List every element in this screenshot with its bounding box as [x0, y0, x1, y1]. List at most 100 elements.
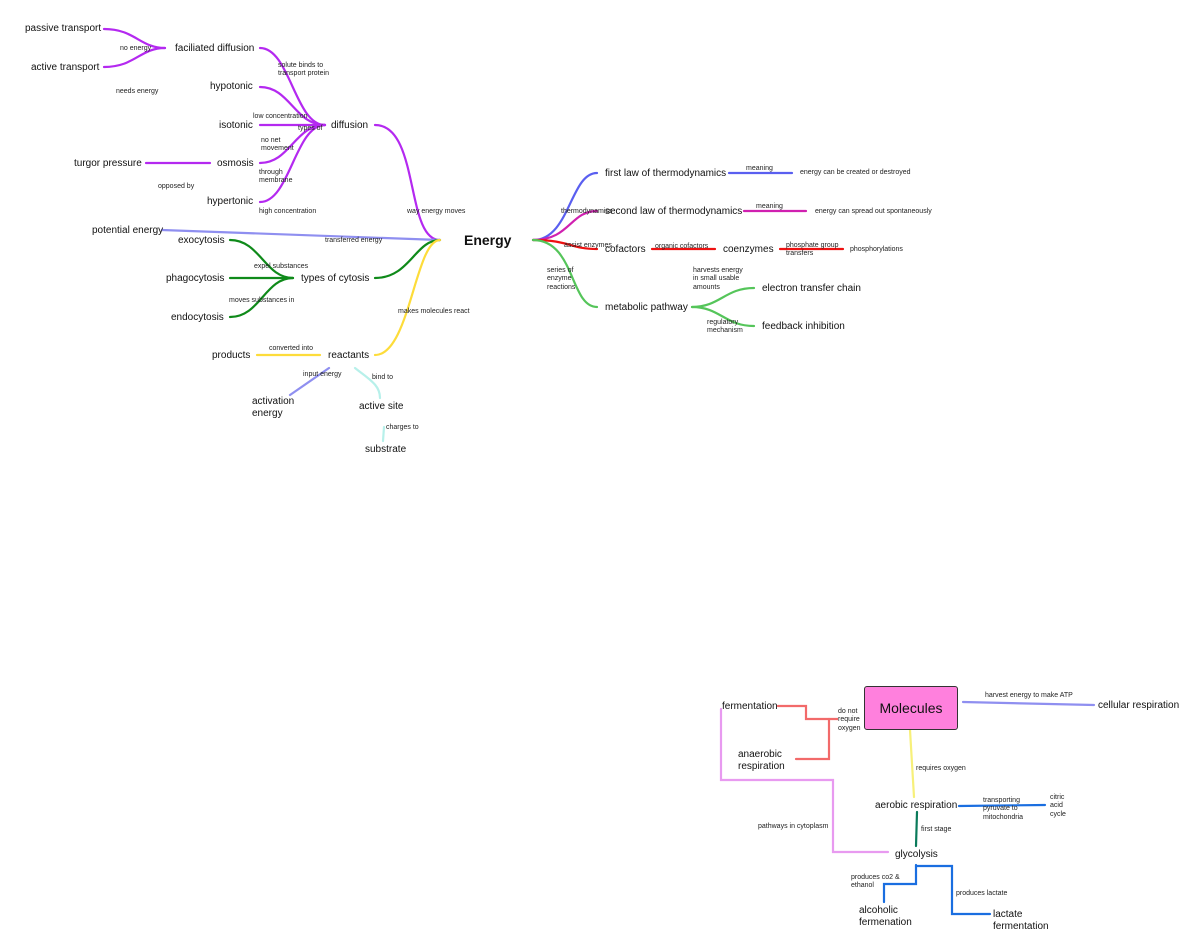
label-bind-to: bind to: [372, 374, 394, 381]
molecules-title: Molecules: [879, 700, 943, 716]
label-makes-molecules-react: makes molecules react: [398, 308, 470, 315]
edge: [908, 728, 916, 799]
node-types-of-cytosis[interactable]: types of cytosis: [301, 273, 370, 284]
node-passive-transport[interactable]: passive transport: [25, 23, 102, 34]
label-moves-substances-in: moves substances in: [229, 297, 295, 304]
node-anaerobic-respiration[interactable]: anaerobic respiration: [738, 749, 785, 772]
edge: [373, 238, 442, 357]
node-glycolysis[interactable]: glycolysis: [895, 849, 938, 860]
label-thermodynamics: thermodynamics: [561, 208, 613, 215]
label-meaning-2: meaning: [756, 203, 783, 210]
node-phosphorylations[interactable]: phosphorylations: [850, 246, 903, 253]
label-pathways-in-cytoplasm: pathways in cytoplasm: [758, 823, 829, 830]
label-no-energy: no energy: [120, 45, 152, 52]
label-input-energy: input energy: [303, 371, 342, 378]
node-products[interactable]: products: [212, 350, 251, 361]
node-fermentation[interactable]: fermentation: [722, 701, 778, 712]
node-coenzymes[interactable]: coenzymes: [723, 244, 774, 255]
edge: [373, 238, 442, 280]
node-first-law[interactable]: first law of thermodynamics: [605, 168, 727, 179]
edge: [228, 276, 295, 319]
label-types-of: types of: [298, 125, 323, 132]
node-energy-spread[interactable]: energy can spread out spontaneously: [815, 208, 932, 215]
edge: [531, 209, 599, 242]
label-through-membrane: through membrane: [259, 169, 293, 185]
node-endocytosis[interactable]: endocytosis: [171, 312, 224, 323]
label-series-of-enzyme-reactions: series of enzyme reactions: [547, 267, 576, 291]
edge: [690, 305, 756, 328]
node-energy-created-destroyed[interactable]: energy can be created or destroyed: [800, 169, 911, 176]
node-reactants[interactable]: reactants: [328, 350, 370, 361]
edge: [373, 123, 442, 242]
label-solute-binds: solute binds to transport protein: [278, 62, 329, 78]
label-produces-lactate: produces lactate: [956, 890, 1008, 897]
node-active-site[interactable]: active site: [359, 401, 404, 412]
node-activation-energy[interactable]: activation energy: [252, 396, 295, 419]
node-turgor-pressure[interactable]: turgor pressure: [74, 158, 142, 169]
node-osmosis[interactable]: osmosis: [217, 158, 254, 169]
node-potential-energy[interactable]: potential energy: [92, 225, 164, 236]
label-organic-cofactors: organic cofactors: [655, 243, 709, 250]
label-first-stage: first stage: [921, 826, 952, 833]
node-phagocytosis[interactable]: phagocytosis: [166, 273, 225, 284]
node-metabolic-pathway[interactable]: metabolic pathway: [605, 302, 688, 313]
label-expel-substances: expel substances: [254, 263, 309, 270]
label-assist-enzymes: assist enzymes: [564, 242, 612, 249]
edge: [719, 707, 890, 854]
central-node-molecules[interactable]: Molecules: [864, 686, 958, 730]
node-faciliated-diffusion[interactable]: faciliated diffusion: [175, 43, 255, 54]
label-do-not-require-oxygen: do not require oxygen: [838, 708, 864, 734]
node-electron-transfer-chain[interactable]: electron transfer chain: [762, 283, 861, 294]
label-charges-to: charges to: [386, 424, 419, 431]
edge: [258, 46, 327, 127]
edge: [776, 704, 864, 721]
edge: [353, 366, 382, 400]
label-regulatory-mechanism: regulatory mechanism: [707, 319, 743, 335]
node-cellular-respiration[interactable]: cellular respiration: [1098, 700, 1180, 711]
node-active-transport[interactable]: active transport: [31, 62, 100, 73]
edge: [914, 864, 992, 916]
edge: [957, 803, 1047, 808]
label-high-concentration: high concentration: [259, 208, 317, 215]
node-alcoholic-fermenation[interactable]: alcoholic fermenation: [859, 905, 912, 928]
edge: [102, 46, 167, 69]
node-feedback-inhibition[interactable]: feedback inhibition: [762, 321, 845, 332]
edge: [882, 863, 918, 904]
node-lactate-fermentation[interactable]: lactate fermentation: [993, 909, 1049, 932]
edge: [288, 366, 331, 397]
label-harvest-energy-atp: harvest energy to make ATP: [985, 692, 1073, 699]
node-hypertonic[interactable]: hypertonic: [207, 196, 254, 207]
node-diffusion[interactable]: diffusion: [331, 120, 369, 131]
node-hypotonic[interactable]: hypotonic: [210, 81, 253, 92]
edge: [794, 717, 831, 761]
label-harvests-energy: harvests energy in small usable amounts: [693, 267, 743, 291]
edge: [961, 700, 1096, 707]
label-produces-co2-ethanol: produces co2 & ethanol: [851, 874, 900, 890]
edge: [228, 238, 295, 280]
node-citric-acid-cycle[interactable]: citric acid cycle: [1050, 794, 1066, 818]
node-second-law[interactable]: second law of thermodynamics: [605, 206, 743, 217]
label-transporting-pyruvate: transporting pyruvate to mitochondria: [983, 797, 1024, 821]
label-requires-oxygen: requires oxygen: [916, 765, 966, 772]
edge: [160, 228, 442, 242]
label-low-concentration: low concentration: [253, 113, 308, 120]
label-phosphate-group-transfers: phosphate group transfers: [786, 242, 839, 258]
label-no-net-movement: no net movement: [261, 137, 294, 153]
node-exocytosis[interactable]: exocytosis: [178, 235, 225, 246]
label-needs-energy: needs energy: [116, 88, 159, 95]
node-isotonic[interactable]: isotonic: [219, 120, 253, 131]
edge: [914, 810, 919, 848]
label-way-energy-moves: way energy moves: [407, 208, 466, 215]
edge: [258, 123, 327, 204]
label-meaning-1: meaning: [746, 165, 773, 172]
edge: [531, 238, 599, 309]
edge: [531, 171, 599, 242]
node-substrate[interactable]: substrate: [365, 444, 407, 455]
label-transferred-energy: transferred energy: [325, 237, 383, 244]
node-cofactors[interactable]: cofactors: [605, 244, 646, 255]
central-node-energy[interactable]: Energy: [464, 232, 512, 248]
label-opposed-by: opposed by: [158, 183, 195, 190]
node-aerobic-respiration[interactable]: aerobic respiration: [875, 800, 958, 811]
edge: [381, 425, 386, 443]
